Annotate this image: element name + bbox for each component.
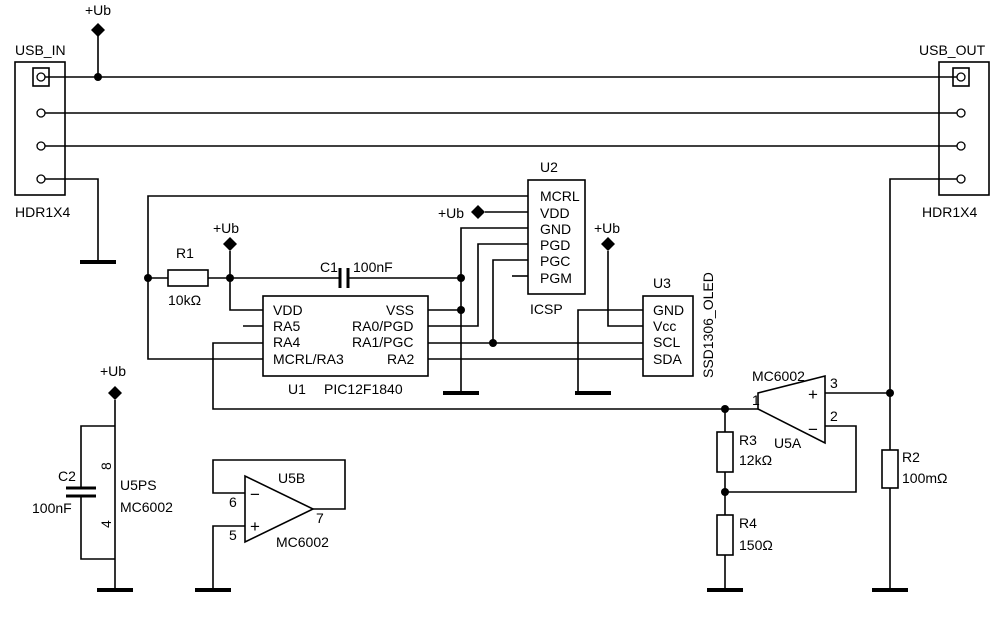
c1-ref: C1: [320, 259, 338, 275]
sense-network: R3 12kΩ R4 150Ω R2 100mΩ: [707, 389, 948, 592]
u5b-pin-6: 6: [229, 494, 237, 510]
r1-ref: R1: [176, 245, 194, 261]
u3-part: SSD1306_OLED: [700, 272, 716, 378]
r2-value: 100mΩ: [902, 470, 948, 486]
usb-in-type: HDR1X4: [15, 204, 70, 220]
usb-in-label: USB_IN: [15, 42, 66, 58]
u5a-pin-1: 1: [752, 392, 760, 408]
u2-ref: U2: [540, 159, 558, 175]
supply-ub-u1: +Ub: [213, 220, 239, 278]
c1-capacitor: C1 100nF: [230, 259, 461, 288]
u3-pin-vcc: Vcc: [653, 318, 676, 334]
u5a-plus: +: [808, 385, 818, 404]
u1-microcontroller: VDD RA5 RA4 MCRL/RA3 VSS RA0/PGD RA1/PGC…: [262, 295, 429, 397]
c2-ref: C2: [58, 468, 76, 484]
u5ps-pin-4: 4: [98, 520, 114, 528]
u5a-pin-3: 3: [830, 375, 838, 391]
u2-pin-pgd: PGD: [540, 237, 570, 253]
c1-value: 100nF: [353, 259, 393, 275]
u5ps-part: MC6002: [120, 499, 173, 515]
u1-part: PIC12F1840: [324, 381, 403, 397]
u5a-ref: U5A: [774, 435, 802, 451]
c2-value: 100nF: [32, 500, 72, 516]
u5a-opamp: MC6002 U5A 1 2 3 + −: [752, 368, 838, 451]
u5b-part: MC6002: [276, 534, 329, 550]
u1-pin-ra1: RA1/PGC: [352, 334, 413, 350]
u5b-opamp: U5B MC6002 6 5 7 − +: [195, 459, 346, 592]
u3-oled-display: U3 GND Vcc SCL SDA SSD1306_OLED: [642, 272, 716, 378]
u5b-pin-7: 7: [316, 510, 324, 526]
supply-label-u1: +Ub: [213, 220, 239, 236]
u2-part: ICSP: [530, 301, 563, 317]
usb-out-type: HDR1X4: [922, 204, 977, 220]
u5b-plus: +: [250, 517, 260, 536]
r1-value: 10kΩ: [168, 292, 201, 308]
usb-out-connector: USB_OUT HDR1X4: [919, 42, 990, 220]
u2-pin-pgc: PGC: [540, 253, 570, 269]
u3-pin-scl: SCL: [653, 334, 680, 350]
supply-label: +Ub: [85, 2, 111, 18]
u1-pin-mcrl: MCRL/RA3: [273, 351, 344, 367]
u5ps-ref: U5PS: [120, 477, 157, 493]
r3-value: 12kΩ: [739, 452, 772, 468]
supply-label-u3: +Ub: [594, 220, 620, 236]
u5b-minus: −: [250, 485, 260, 504]
r2-ref: R2: [902, 449, 920, 465]
u5ps-pin-8: 8: [98, 462, 114, 470]
usb-out-label: USB_OUT: [919, 42, 986, 58]
u1-ref: U1: [288, 381, 306, 397]
supply-label-u2: +Ub: [438, 205, 464, 221]
supply-ub-u3: +Ub: [594, 220, 643, 327]
r1-resistor: R1 10kΩ: [167, 245, 209, 308]
r3-ref: R3: [739, 432, 757, 448]
supply-ub-u2: +Ub: [438, 205, 528, 221]
u2-icsp-header: U2 ICSP MCRL VDD GND PGD PGC PGM: [527, 159, 586, 317]
u5a-minus: −: [808, 420, 818, 439]
u5a-pin-2: 2: [830, 408, 838, 424]
u1-pin-ra2: RA2: [387, 351, 414, 367]
u2-pin-vdd: VDD: [540, 205, 570, 221]
u3-ref: U3: [653, 275, 671, 291]
r4-ref: R4: [739, 515, 757, 531]
u1-pin-vss: VSS: [386, 302, 414, 318]
u3-pin-gnd: GND: [653, 302, 684, 318]
supply-ub-top: +Ub: [85, 2, 111, 77]
u2-pin-mcrl: MCRL: [540, 188, 580, 204]
u2-pin-pgm: PGM: [540, 270, 572, 286]
u3-pin-sda: SDA: [653, 351, 682, 367]
usb-bus-wires: [45, 73, 957, 393]
u1-pin-ra0: RA0/PGD: [352, 318, 413, 334]
u5-power-section: +Ub C2 100nF 8 4 U5PS MC6002: [32, 363, 173, 592]
r4-value: 150Ω: [739, 537, 773, 553]
u1-pin-ra4: RA4: [273, 334, 300, 350]
usb-in-connector: USB_IN HDR1X4: [14, 42, 70, 220]
u1-wiring: [144, 195, 725, 410]
u2-pin-gnd: GND: [540, 221, 571, 237]
u1-pin-vdd: VDD: [273, 302, 303, 318]
u5b-ref: U5B: [278, 470, 305, 486]
u5a-part: MC6002: [752, 368, 805, 384]
u1-pin-ra5: RA5: [273, 318, 300, 334]
u5b-pin-5: 5: [229, 527, 237, 543]
supply-label-u5: +Ub: [100, 363, 126, 379]
